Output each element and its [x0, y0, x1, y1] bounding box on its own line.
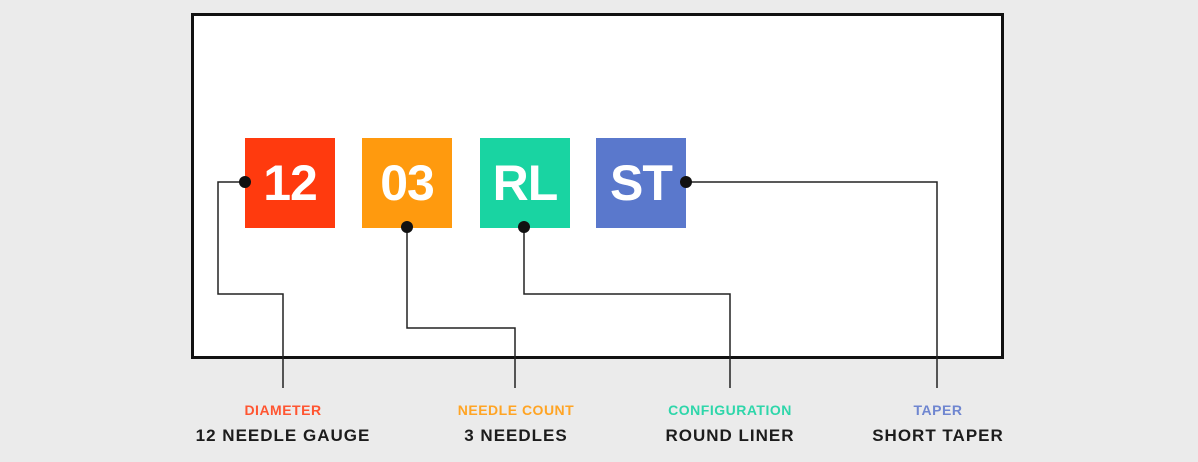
configuration-value-label: ROUND LINER	[665, 426, 795, 445]
taper-value-label: SHORT TAPER	[872, 426, 1004, 445]
diameter-connector-dot	[239, 176, 251, 188]
diameter-leader-line	[217, 181, 284, 388]
needle-count-connector-dot	[401, 221, 413, 233]
diameter-code-box: 12	[245, 138, 335, 228]
configuration-code-box: RL	[480, 138, 570, 228]
diameter-category-label: DIAMETER	[244, 402, 322, 418]
configuration-category-label: CONFIGURATION	[668, 402, 792, 418]
taper-leader-line	[686, 181, 938, 388]
configuration-leader-line	[523, 227, 731, 388]
needle-count-code-box: 03	[362, 138, 452, 228]
diameter-value-label: 12 NEEDLE GAUGE	[195, 426, 371, 445]
needle-count-value-label: 3 NEEDLES	[464, 426, 568, 445]
taper-code-box: ST	[596, 138, 686, 228]
taper-connector-dot	[680, 176, 692, 188]
needle-count-leader-line	[406, 227, 516, 388]
needle-count-category-label: NEEDLE COUNT	[457, 402, 575, 418]
configuration-connector-dot	[518, 221, 530, 233]
taper-category-label: TAPER	[913, 402, 963, 418]
